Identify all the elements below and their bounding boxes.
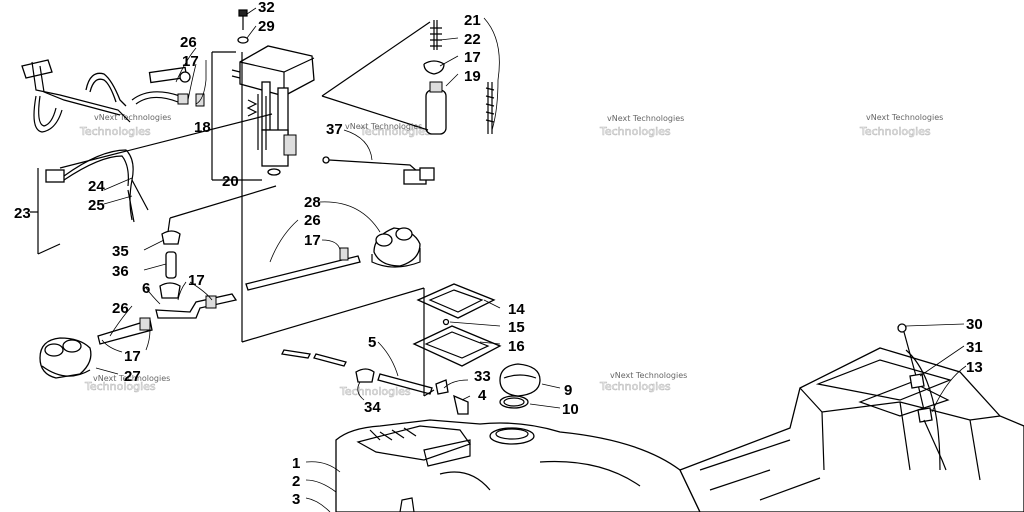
callout-15: 15: [508, 319, 525, 336]
callout-2: 2: [292, 473, 300, 490]
callout-20: 20: [222, 173, 239, 190]
callout-labels: 32 29 26 17 18 20 21 22 17 19 37 24 25 2…: [14, 0, 983, 508]
fuel-pump-parts: [423, 20, 495, 135]
callout-28: 28: [304, 194, 321, 211]
callout-24: 24: [88, 178, 105, 195]
cap-and-vent: [281, 349, 541, 415]
watermark-large: Technologies: [359, 125, 431, 138]
callout-13: 13: [966, 359, 983, 376]
callout-37: 37: [326, 121, 343, 138]
callout-26: 26: [112, 300, 129, 317]
fuel-tank: [335, 419, 701, 512]
watermark-large: Technologies: [599, 380, 671, 393]
callout-26: 26: [180, 34, 197, 51]
sender-wire: [322, 156, 435, 185]
callout-16: 16: [508, 338, 525, 355]
watermark-large: Technologies: [339, 385, 411, 398]
leader-lines: [30, 7, 967, 512]
fuel-pump-module: [231, 9, 315, 176]
callout-18: 18: [194, 119, 211, 136]
callout-10: 10: [562, 401, 579, 418]
atv-body: [679, 323, 1024, 512]
watermark-small: vNext Technologies: [866, 113, 943, 122]
callout-17: 17: [182, 53, 199, 70]
callout-29: 29: [258, 18, 275, 35]
callout-17: 17: [188, 272, 205, 289]
callout-23: 23: [14, 205, 31, 222]
callout-5: 5: [368, 334, 376, 351]
watermark-small: vNext Technologies: [345, 122, 422, 131]
watermark-large: Technologies: [599, 125, 671, 138]
watermark-small: vNext Technologies: [93, 374, 170, 383]
wire-harness: [45, 149, 149, 223]
callout-4: 4: [478, 387, 487, 404]
gaskets: [412, 283, 502, 367]
callout-33: 33: [474, 368, 491, 385]
callout-35: 35: [112, 243, 129, 260]
callout-17: 17: [304, 232, 321, 249]
fuel-level-sender: [245, 227, 421, 291]
callout-1: 1: [292, 455, 300, 472]
callout-22: 22: [464, 31, 481, 48]
watermark-group: Technologies vNext Technologies Technolo…: [79, 113, 946, 398]
callout-17: 17: [124, 348, 141, 365]
callout-17: 17: [464, 49, 481, 66]
watermark-small: vNext Technologies: [94, 113, 171, 122]
callout-6: 6: [142, 280, 150, 297]
watermark-large: Technologies: [84, 380, 156, 393]
callout-21: 21: [464, 12, 481, 29]
callout-9: 9: [564, 382, 572, 399]
watermark-large: Technologies: [859, 125, 931, 138]
fuel-fittings: [39, 230, 238, 379]
callout-32: 32: [258, 0, 275, 16]
watermark-large: Technologies: [79, 125, 151, 138]
callout-3: 3: [292, 491, 300, 508]
watermark-small: vNext Technologies: [610, 371, 687, 380]
callout-19: 19: [464, 68, 481, 85]
callout-36: 36: [112, 263, 129, 280]
callout-31: 31: [966, 339, 983, 356]
callout-34: 34: [364, 399, 381, 416]
callout-25: 25: [88, 197, 105, 214]
callout-26: 26: [304, 212, 321, 229]
callout-14: 14: [508, 301, 525, 318]
callout-27: 27: [124, 368, 141, 385]
callout-30: 30: [966, 316, 983, 333]
watermark-small: vNext Technologies: [607, 114, 684, 123]
